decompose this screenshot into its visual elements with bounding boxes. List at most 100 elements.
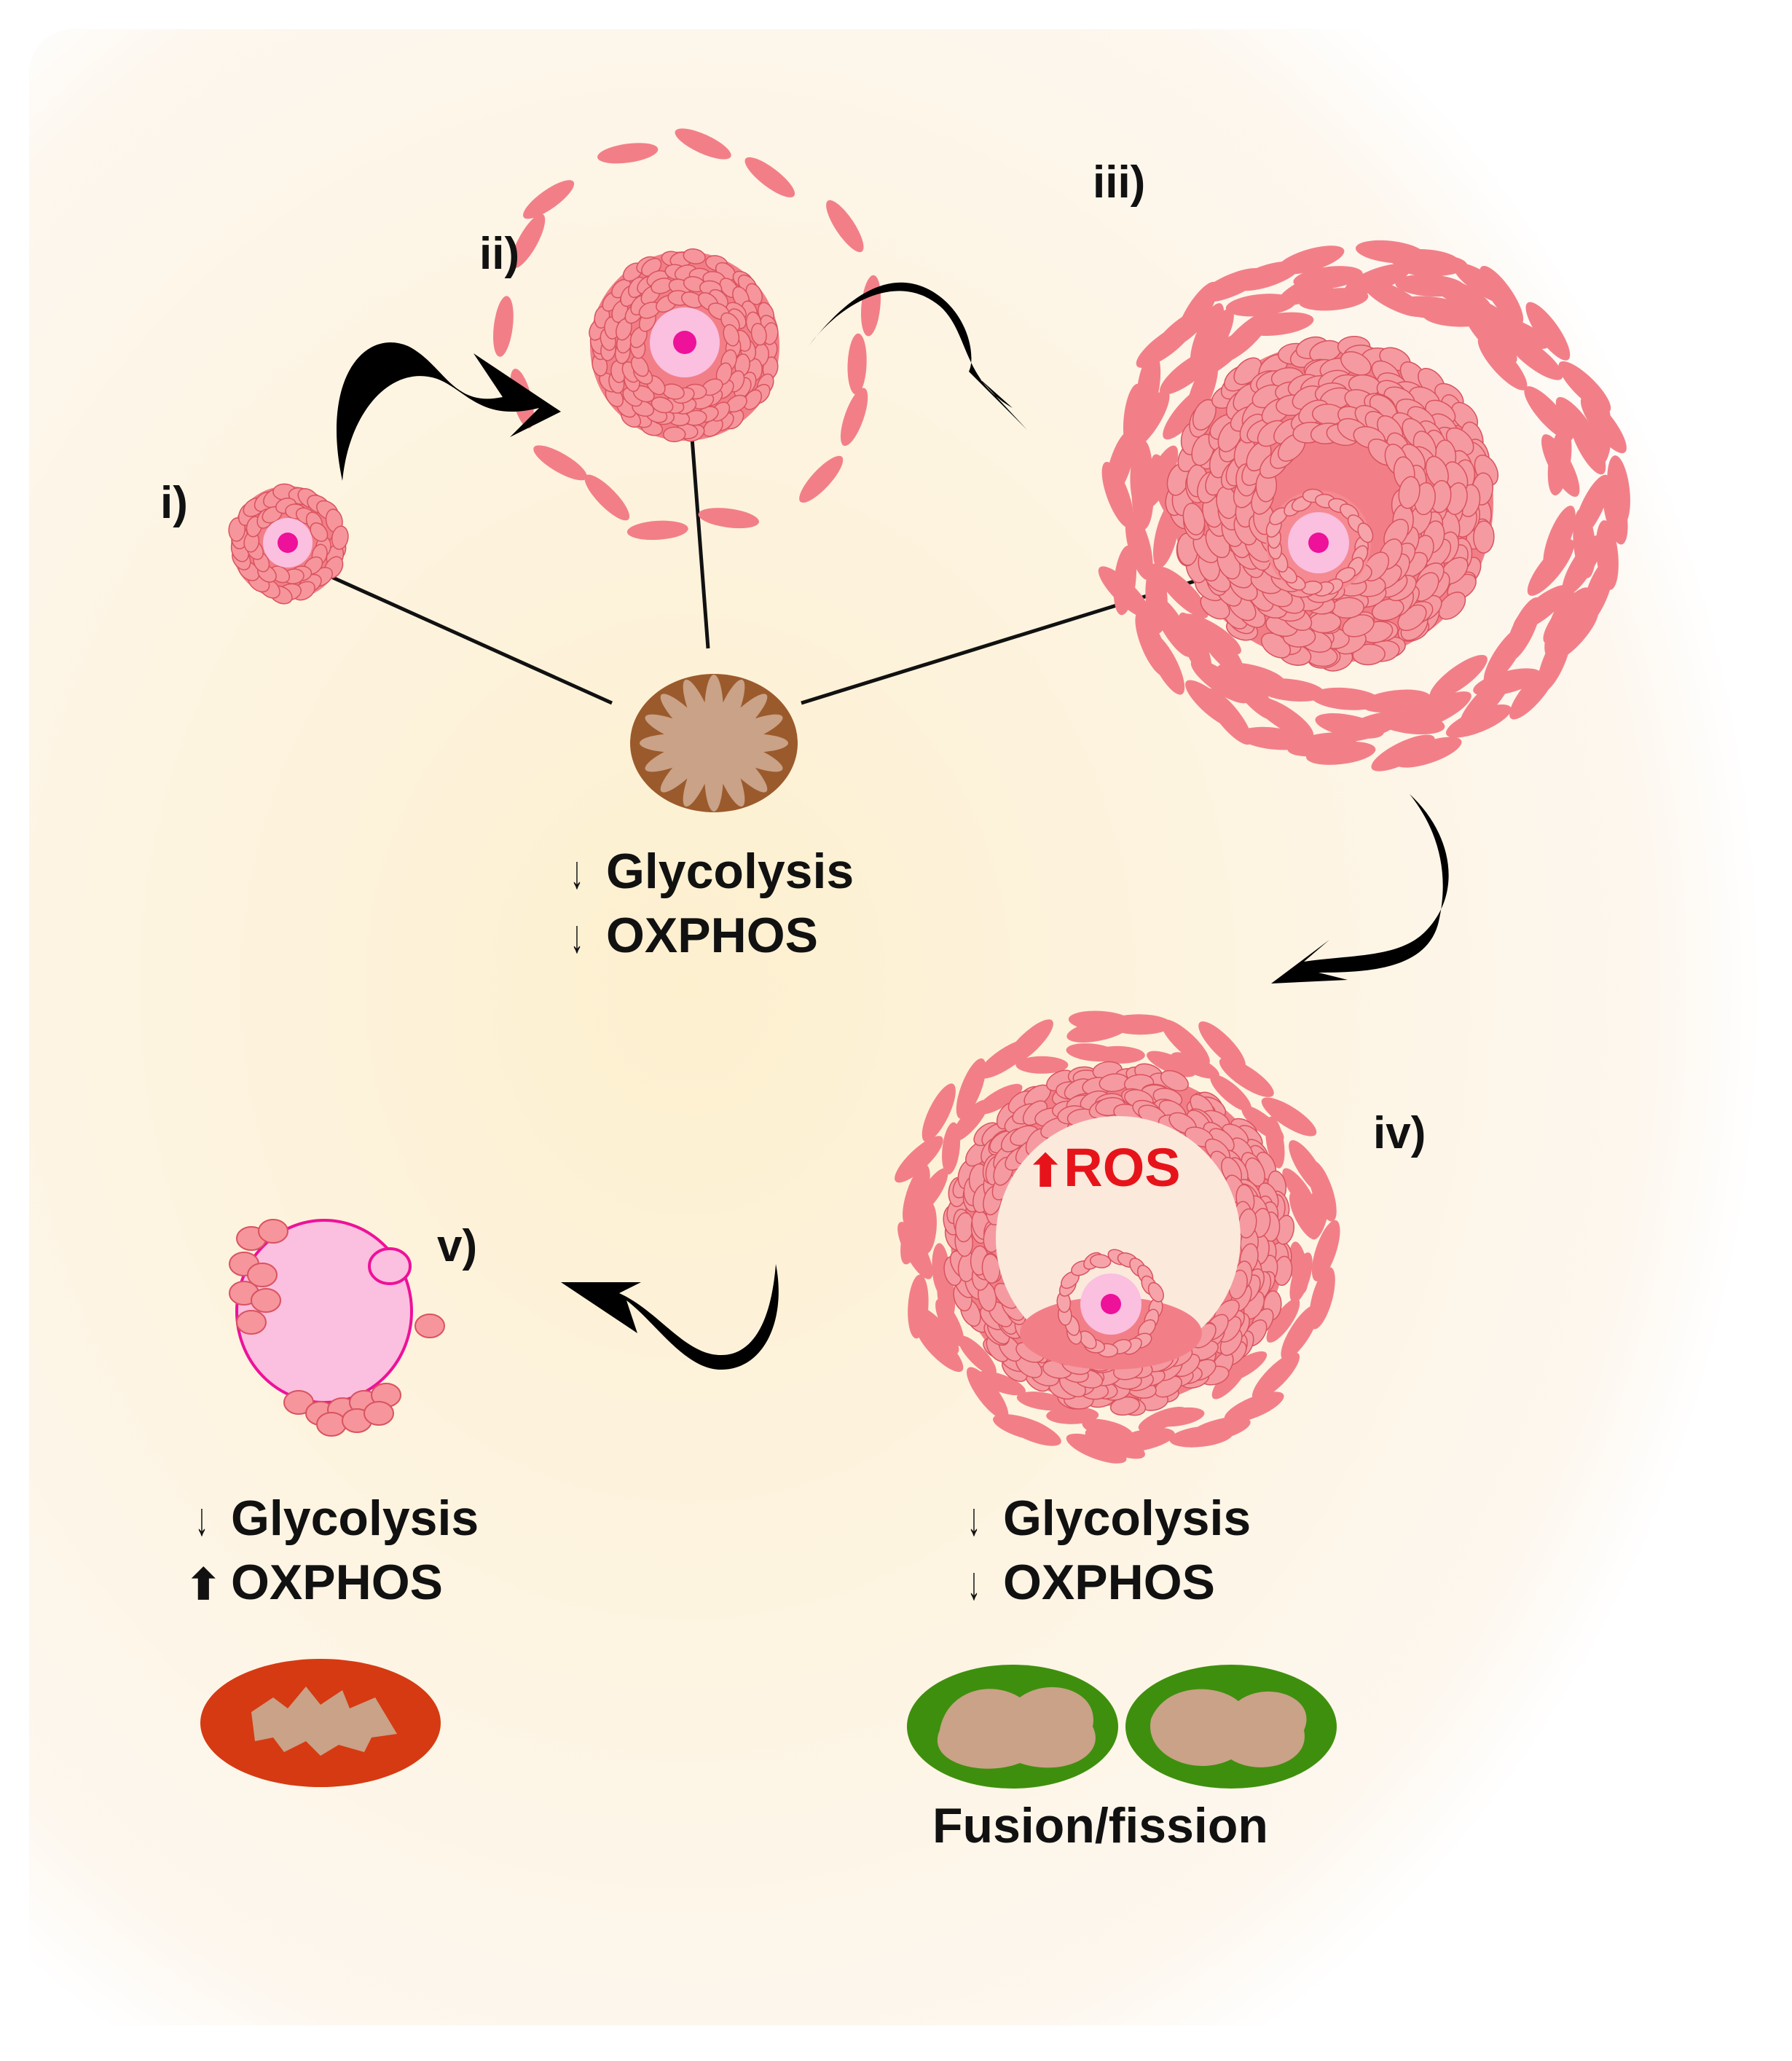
- theca-cell: [895, 1136, 943, 1183]
- theca-cell: [1015, 1056, 1069, 1074]
- theca-cell: [799, 455, 844, 503]
- ros-text: ROS: [1064, 1137, 1181, 1198]
- theca-cell: [1315, 713, 1384, 739]
- theca-cell: [597, 143, 659, 164]
- granulosa-cell: [1398, 476, 1420, 509]
- theca-cell: [1344, 263, 1411, 295]
- theca-cell: [1225, 294, 1296, 317]
- theca-cell: [1574, 474, 1611, 539]
- granulosa-cell: [662, 426, 686, 443]
- theca-cell: [967, 1367, 1009, 1420]
- cumulus-cell: [316, 1412, 347, 1437]
- down-arrow-icon: ↓: [195, 1493, 208, 1545]
- granulosa-cell: [1192, 399, 1217, 431]
- theca-cell: [1397, 254, 1468, 277]
- theca-cell: [1113, 545, 1137, 616]
- theca-cell: [1483, 625, 1527, 686]
- glycolysis-text: Glycolysis: [231, 1491, 479, 1546]
- theca-cell: [993, 1414, 1055, 1442]
- theca-cell: [1477, 336, 1528, 390]
- theca-cell: [1311, 1220, 1340, 1281]
- theca-cell: [1580, 396, 1627, 454]
- granulosa-cell: [1089, 1254, 1112, 1268]
- theca-cell: [1005, 1019, 1053, 1067]
- theca-cell: [1459, 675, 1511, 729]
- theca-cell: [1506, 334, 1563, 380]
- theca-cell: [1544, 591, 1577, 658]
- theca-cell: [1198, 1021, 1246, 1069]
- stage-label-ii: ii): [479, 229, 520, 279]
- cumulus-cell: [414, 1314, 445, 1338]
- theca-cell: [900, 1201, 926, 1265]
- theca-cell: [584, 474, 630, 521]
- theca-cell: [1310, 687, 1381, 710]
- theca-cell: [675, 128, 731, 160]
- theca-cell: [1266, 1298, 1300, 1343]
- theca-cell: [493, 296, 514, 357]
- cumulus-cell: [251, 1288, 281, 1313]
- polar-body: [368, 1247, 412, 1285]
- theca-cell: [1265, 1116, 1285, 1169]
- theca-cell: [1046, 1406, 1099, 1424]
- theca-cell: [1180, 613, 1241, 655]
- theca-cell: [1169, 1426, 1233, 1448]
- theca-cell: [1361, 689, 1431, 713]
- theca-cell: [1210, 1074, 1251, 1112]
- down-arrow-icon: ↓: [570, 846, 583, 898]
- theca-cell: [1160, 1019, 1210, 1066]
- theca-cell: [1138, 1406, 1188, 1432]
- granulosa-cell: [331, 525, 349, 550]
- theca-cell: [1082, 1418, 1133, 1440]
- granulosa-cell: [1340, 350, 1372, 376]
- theca-cell: [1224, 1391, 1284, 1423]
- down-arrow-icon: ↓: [967, 1493, 981, 1545]
- nucleus: [1101, 1294, 1121, 1314]
- cumulus-cell: [258, 1219, 288, 1244]
- center-glycolysis-label: ↓Glycolysis: [561, 847, 854, 896]
- nucleus: [278, 533, 298, 553]
- stage-label-v: v): [437, 1221, 478, 1271]
- theca-cell: [921, 1083, 956, 1142]
- granulosa-cell: [1160, 1069, 1189, 1091]
- theca-cell: [698, 508, 759, 529]
- stage-label-iv: iv): [1373, 1108, 1426, 1158]
- theca-cell: [1066, 1433, 1127, 1464]
- theca-cell: [919, 1201, 937, 1255]
- theca-cell: [908, 1274, 929, 1339]
- granulosa-cell: [1438, 592, 1466, 620]
- theca-cell: [1282, 1168, 1316, 1212]
- theca-cell: [1147, 1051, 1196, 1077]
- granulosa-cell: [723, 323, 740, 347]
- oxphos-text: OXPHOS: [606, 908, 818, 963]
- theca-cell: [1479, 265, 1524, 325]
- theca-cell: [976, 1083, 1023, 1115]
- granulosa-cell: [1352, 643, 1386, 666]
- theca-cell: [1171, 1052, 1219, 1079]
- nucleus: [673, 331, 696, 354]
- theca-cell: [1211, 1357, 1249, 1399]
- theca-cell: [1016, 1391, 1069, 1411]
- theca-cell: [533, 445, 587, 481]
- granulosa-cell: [1473, 520, 1495, 554]
- granulosa-cell: [683, 248, 706, 264]
- theca-cell: [1289, 1192, 1319, 1240]
- secondary-follicle: [1098, 240, 1630, 772]
- theca-cell: [1524, 386, 1573, 441]
- granulosa-cell: [750, 323, 767, 346]
- granulosa-cell: [1372, 598, 1404, 621]
- cumulus-cell: [236, 1310, 267, 1335]
- down-arrow-icon: ↓: [967, 1557, 981, 1609]
- theca-cell: [744, 157, 795, 197]
- stage-label-iii: iii): [1093, 157, 1146, 208]
- cumulus-cell: [247, 1263, 278, 1287]
- antral-follicle: [895, 1010, 1340, 1464]
- theca-cell: [1141, 445, 1179, 510]
- theca-cell: [1219, 1057, 1274, 1097]
- theca-cell: [958, 1335, 997, 1375]
- glycolysis-text: Glycolysis: [1003, 1491, 1251, 1546]
- theca-cell: [1525, 302, 1571, 361]
- matrix: [937, 1687, 1096, 1769]
- theca-cell: [1298, 288, 1369, 311]
- oxphos-text: OXPHOS: [1003, 1555, 1215, 1610]
